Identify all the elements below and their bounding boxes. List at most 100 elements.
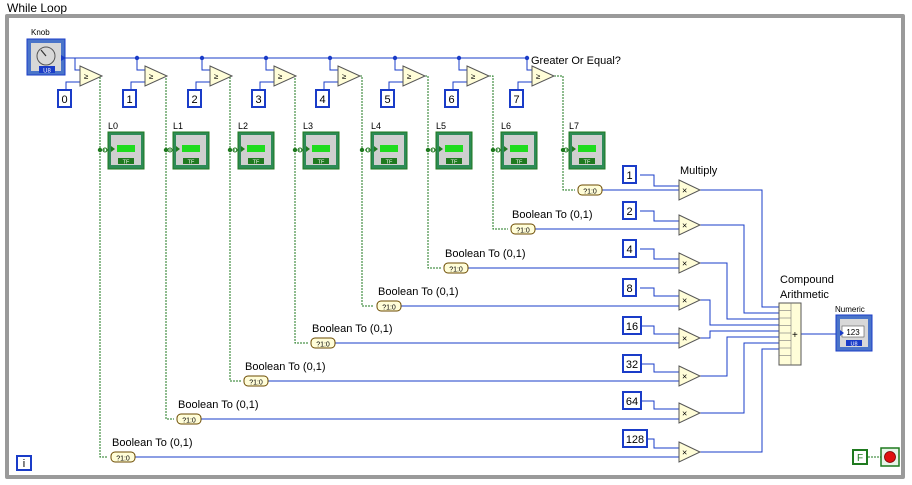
wire-const-to-multiply-3 — [640, 287, 679, 297]
multiply-constant-0[interactable]: 1 — [622, 165, 637, 184]
compare-node-4[interactable]: ≥ — [337, 65, 362, 87]
wire-compare-out-6 — [489, 75, 494, 150]
led-input-arrow-icon — [374, 146, 378, 152]
led-lamp — [510, 145, 528, 152]
threshold-constant-6[interactable]: 6 — [444, 89, 459, 108]
threshold-constant-4[interactable]: 4 — [315, 89, 330, 108]
led-type-badge — [118, 158, 134, 164]
compare-node-7[interactable]: ≥ — [531, 65, 556, 87]
bool-to-01-node-6[interactable]: ?1:0 — [176, 413, 202, 425]
multiply-constant-4[interactable]: 16 — [622, 316, 642, 335]
bool-to-01-node-7[interactable]: ?1:0 — [110, 451, 136, 463]
multiply-constant-5[interactable]: 32 — [622, 354, 642, 373]
led-indicator-3[interactable]: TF — [297, 131, 340, 170]
multiply-x-icon: × — [682, 186, 687, 196]
threshold-constant-7[interactable]: 7 — [509, 89, 524, 108]
wire-const-to-multiply-4 — [640, 325, 679, 335]
wire-to-boolconv-6 — [492, 150, 508, 230]
numeric-type-label: U8 — [850, 342, 857, 348]
led-indicator-2[interactable]: TF — [232, 131, 275, 170]
wire-knob-to-compare-3 — [265, 58, 274, 71]
multiply-node-1[interactable]: × — [678, 214, 702, 236]
multiply-node-5[interactable]: × — [678, 365, 702, 387]
bool-to-01-node-4[interactable]: ?1:0 — [310, 337, 336, 349]
led-indicator-1[interactable]: TF — [167, 131, 210, 170]
led-indicator-7[interactable]: TF — [563, 131, 606, 170]
multiply-node-6[interactable]: × — [678, 402, 702, 424]
compare-node-6[interactable]: ≥ — [466, 65, 491, 87]
threshold-constant-0[interactable]: 0 — [57, 89, 72, 108]
bool-to-01-node-5[interactable]: ?1:0 — [243, 375, 269, 387]
bool-convert-glyph: ?1:0 — [316, 342, 330, 349]
bool-convert-glyph: ?1:0 — [182, 418, 196, 425]
multiply-constant-value: 16 — [626, 321, 638, 333]
knob-label: Knob — [31, 28, 50, 37]
greater-equal-icon: ≥ — [471, 72, 476, 81]
iteration-glyph: i — [23, 458, 25, 470]
threshold-constant-1[interactable]: 1 — [122, 89, 137, 108]
threshold-box — [315, 89, 330, 108]
led-indicator-4[interactable]: TF — [365, 131, 408, 170]
greater-equal-icon: ≥ — [149, 72, 154, 81]
led-indicator-5[interactable]: TF — [430, 131, 473, 170]
multiply-constant-1[interactable]: 2 — [622, 201, 637, 220]
bool-to-01-node-0[interactable]: ?1:0 — [577, 184, 603, 196]
compare-node-3[interactable]: ≥ — [273, 65, 298, 87]
bool-convert-label-3: Boolean To (0,1) — [378, 286, 459, 298]
multiply-node-2[interactable]: × — [678, 252, 702, 274]
multiply-constant-box — [622, 278, 637, 297]
false-constant[interactable]: F — [852, 449, 868, 465]
compare-node-0[interactable]: ≥ — [79, 65, 104, 87]
greater-equal-icon: ≥ — [84, 72, 89, 81]
led-type-badge — [511, 158, 527, 164]
wire-const-to-multiply-6 — [640, 400, 679, 410]
greater-equal-icon: ≥ — [278, 72, 283, 81]
wire-knob-to-compare-7 — [526, 58, 532, 71]
multiply-constant-value: 4 — [626, 244, 632, 256]
bool-to-01-node-1[interactable]: ?1:0 — [510, 223, 536, 235]
multiply-node-3[interactable]: × — [678, 289, 702, 311]
knob-terminal[interactable]: U8 — [26, 38, 66, 76]
led-indicator-6[interactable]: TF — [495, 131, 538, 170]
multiply-node-4[interactable]: × — [678, 327, 702, 349]
wire-knob-to-compare-4 — [329, 58, 338, 71]
compound-arithmetic-node[interactable]: + — [778, 302, 802, 366]
compare-node-1[interactable]: ≥ — [144, 65, 169, 87]
wire-compare-out-2 — [229, 75, 232, 150]
bool-convert-label-2: Boolean To (0,1) — [445, 248, 526, 260]
threshold-constant-5[interactable]: 5 — [380, 89, 395, 108]
bool-convert-glyph: ?1:0 — [449, 267, 463, 274]
wire-threshold-0 — [65, 81, 80, 91]
false-constant-value: F — [857, 453, 863, 464]
bool-to-01-node-2[interactable]: ?1:0 — [443, 262, 469, 274]
led-type-label: TF — [253, 160, 260, 166]
threshold-constant-3[interactable]: 3 — [251, 89, 266, 108]
stop-terminal[interactable] — [880, 447, 900, 467]
greater-equal-icon: ≥ — [536, 72, 541, 81]
compare-node-2[interactable]: ≥ — [209, 65, 234, 87]
multiply-constant-2[interactable]: 4 — [622, 239, 637, 258]
multiply-x-icon: × — [682, 334, 687, 344]
wire-multiply-to-compound-1 — [700, 224, 780, 314]
compare-triangle — [273, 65, 298, 87]
while-loop-frame[interactable] — [5, 14, 905, 479]
wire-to-boolconv-1 — [165, 150, 174, 420]
led-type-label: TF — [123, 160, 130, 166]
threshold-constant-2[interactable]: 2 — [187, 89, 202, 108]
led-indicator-0[interactable]: TF — [102, 131, 145, 170]
multiply-x-icon: × — [682, 221, 687, 231]
compound-plus-icon: + — [792, 330, 798, 341]
bool-convert-label-5: Boolean To (0,1) — [245, 361, 326, 373]
multiply-node-7[interactable]: × — [678, 441, 702, 463]
threshold-value: 2 — [191, 94, 197, 106]
bool-to-01-node-3[interactable]: ?1:0 — [376, 300, 402, 312]
threshold-box — [57, 89, 72, 108]
bool-convert-box — [376, 300, 402, 312]
multiply-constant-7[interactable]: 128 — [622, 429, 648, 448]
multiply-constant-6[interactable]: 64 — [622, 391, 642, 410]
multiply-constant-3[interactable]: 8 — [622, 278, 637, 297]
while-loop-title: While Loop — [7, 1, 68, 15]
compare-node-5[interactable]: ≥ — [402, 65, 427, 87]
multiply-node-0[interactable]: × — [678, 179, 702, 201]
